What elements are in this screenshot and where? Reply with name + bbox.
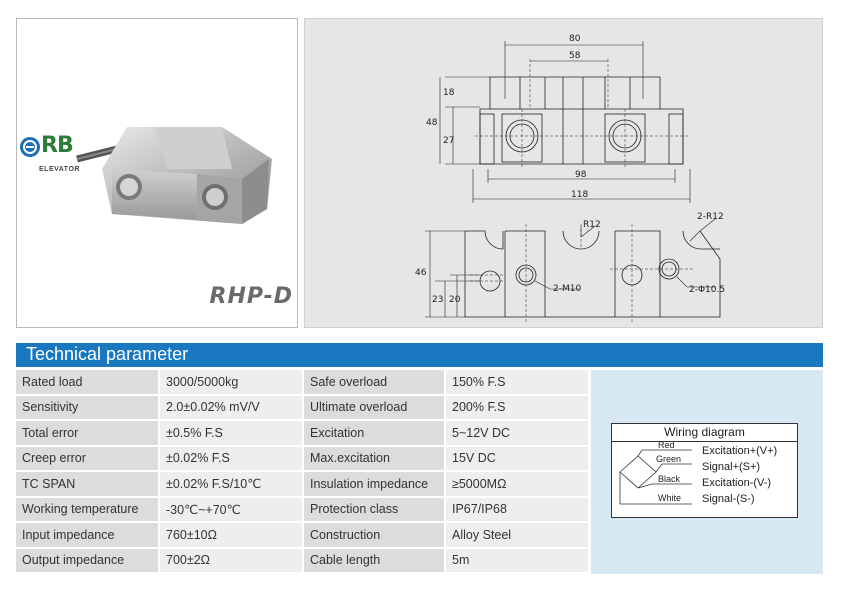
- technical-drawing-panel: 80 58 18 48 27 98 118: [304, 18, 823, 328]
- table-row: Sensitivity 2.0±0.02% mV/V Ultimate over…: [16, 395, 588, 421]
- param-value: 760±10Ω: [158, 523, 302, 549]
- param-name: TC SPAN: [16, 472, 158, 498]
- dim-46: 46: [415, 268, 427, 278]
- param-value: -30℃~+70℃: [158, 497, 302, 523]
- signal-excitation-minus: Excitation-(V-): [702, 477, 771, 489]
- bridge-circuit: Red Green Black White Excitation+(V+) Si…: [619, 442, 777, 505]
- dim-18: 18: [443, 88, 455, 98]
- wire-black: Black: [658, 474, 681, 484]
- param-name: Sensitivity: [16, 395, 158, 421]
- param-value: 3000/5000kg: [158, 370, 302, 396]
- parameters-table: Rated load 3000/5000kg Safe overload 150…: [16, 370, 588, 574]
- param-value: 200% F.S: [444, 395, 588, 421]
- param-value: 150% F.S: [444, 370, 588, 396]
- table-row: Creep error ±0.02% F.S Max.excitation 15…: [16, 446, 588, 472]
- param-value: ≥5000MΩ: [444, 472, 588, 498]
- table-row: Input impedance 760±10Ω Construction All…: [16, 523, 588, 549]
- dimension-drawing: 80 58 18 48 27 98 118: [415, 34, 725, 324]
- dim-80: 80: [569, 34, 581, 44]
- wiring-panel: Wiring diagram Red Green Black White Exc…: [591, 370, 823, 574]
- wire-red: Red: [658, 442, 675, 450]
- signal-excitation-plus: Excitation+(V+): [702, 445, 777, 457]
- signal-minus: Signal-(S-): [702, 493, 755, 505]
- param-name: Total error: [16, 421, 158, 447]
- dim-2-phi10-5: 2-Φ10.5: [689, 285, 725, 295]
- brand-name: RB: [41, 133, 74, 158]
- param-value: 5~12V DC: [444, 421, 588, 447]
- param-name: Ultimate overload: [302, 395, 444, 421]
- param-name: Creep error: [16, 446, 158, 472]
- section-header: Technical parameter: [16, 343, 823, 367]
- param-name: Safe overload: [302, 370, 444, 396]
- param-value: ±0.02% F.S/10℃: [158, 472, 302, 498]
- dim-48: 48: [426, 118, 438, 128]
- load-cell-photo: [76, 127, 272, 224]
- param-name: Working temperature: [16, 497, 158, 523]
- param-value: 5m: [444, 548, 588, 574]
- param-name: Construction: [302, 523, 444, 549]
- brand-logo-icon: [20, 137, 40, 157]
- dim-2-r12: 2-R12: [697, 212, 724, 222]
- table-row: TC SPAN ±0.02% F.S/10℃ Insulation impeda…: [16, 472, 588, 498]
- param-value: Alloy Steel: [444, 523, 588, 549]
- table-row: Total error ±0.5% F.S Excitation 5~12V D…: [16, 421, 588, 447]
- param-value: 15V DC: [444, 446, 588, 472]
- wiring-title: Wiring diagram: [612, 424, 797, 442]
- dim-58: 58: [569, 51, 581, 61]
- brand-subtitle: ELEVATOR: [39, 166, 80, 173]
- param-name: Insulation impedance: [302, 472, 444, 498]
- signal-plus: Signal+(S+): [702, 461, 760, 473]
- dim-2-m10: 2-M10: [553, 284, 581, 294]
- param-value: 2.0±0.02% mV/V: [158, 395, 302, 421]
- dim-27: 27: [443, 136, 454, 146]
- param-value: ±0.02% F.S: [158, 446, 302, 472]
- wiring-diagram: Wiring diagram Red Green Black White Exc…: [611, 423, 798, 518]
- dim-98: 98: [575, 170, 587, 180]
- table-row: Output impedance 700±2Ω Cable length 5m: [16, 548, 588, 574]
- model-label: RHP-D: [209, 284, 293, 309]
- dim-23: 23: [432, 295, 443, 305]
- table-row: Working temperature -30℃~+70℃ Protection…: [16, 497, 588, 523]
- param-name: Excitation: [302, 421, 444, 447]
- product-photo-panel: RB ELEVATOR RHP-D: [16, 18, 298, 328]
- dim-118: 118: [571, 190, 588, 200]
- wire-white: White: [658, 493, 681, 503]
- param-name: Max.excitation: [302, 446, 444, 472]
- param-name: Rated load: [16, 370, 158, 396]
- param-name: Protection class: [302, 497, 444, 523]
- param-name: Input impedance: [16, 523, 158, 549]
- dim-r12: R12: [583, 220, 601, 230]
- param-value: 700±2Ω: [158, 548, 302, 574]
- param-value: ±0.5% F.S: [158, 421, 302, 447]
- table-row: Rated load 3000/5000kg Safe overload 150…: [16, 370, 588, 396]
- param-name: Output impedance: [16, 548, 158, 574]
- section-title: Technical parameter: [26, 344, 189, 364]
- wire-green: Green: [656, 454, 681, 464]
- param-name: Cable length: [302, 548, 444, 574]
- param-value: IP67/IP68: [444, 497, 588, 523]
- dim-20: 20: [449, 295, 461, 305]
